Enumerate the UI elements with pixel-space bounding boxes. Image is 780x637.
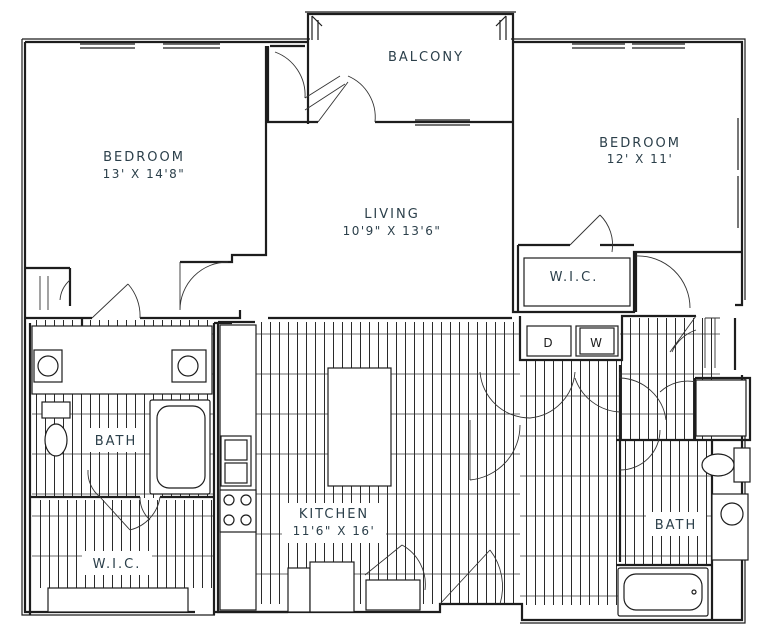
bedroom-right-label: BEDROOM <box>599 136 681 151</box>
left-bath-fixtures <box>31 325 213 613</box>
toilet-tank <box>733 447 751 483</box>
dryer <box>526 325 572 357</box>
wic-left-label: W.I.C. <box>93 557 142 572</box>
doors <box>39 51 720 605</box>
laundry <box>526 325 619 357</box>
bedroom-left-size: 13' X 14'8" <box>103 167 186 181</box>
bath-left-label: BATH <box>95 434 138 449</box>
burner-icon <box>240 494 252 506</box>
kitchen-label: KITCHEN <box>299 507 369 522</box>
cabinet-base <box>365 579 421 611</box>
living-label: LIVING <box>364 207 420 222</box>
bathtub-icon <box>156 405 206 489</box>
balcony-label: BALCONY <box>388 50 464 65</box>
walls <box>21 11 752 624</box>
burner-icon <box>223 514 235 526</box>
bathtub-icon <box>623 573 703 611</box>
kitchen-island <box>327 367 392 487</box>
room-labels: BALCONY BEDROOM 13' X 14'8" BEDROOM 12' … <box>82 50 706 575</box>
sink-bowl-icon <box>720 502 744 526</box>
dryer-label: D <box>543 336 552 350</box>
burner-icon <box>240 514 252 526</box>
bath-right-label: BATH <box>655 518 698 533</box>
washer-label: W <box>590 336 602 350</box>
toilet-icon <box>44 423 68 457</box>
pantry <box>287 567 311 613</box>
kitchen-fixtures <box>219 324 421 613</box>
sink-bowl-icon <box>177 355 199 377</box>
toilet-icon <box>701 453 735 477</box>
bedroom-left-label: BEDROOM <box>103 150 185 165</box>
wic-right-label: W.I.C. <box>550 270 599 285</box>
linen-closet <box>695 379 747 437</box>
burner-icon <box>223 494 235 506</box>
wic-shelf <box>47 587 189 613</box>
toilet-tank <box>41 401 71 419</box>
bedroom-right-size: 12' X 11' <box>607 152 674 166</box>
living-size: 10'9" X 13'6" <box>343 224 442 238</box>
sink-bowl-icon <box>37 355 59 377</box>
windows <box>80 15 743 228</box>
kitchen-size: 11'6" X 16' <box>293 524 376 538</box>
refrigerator <box>309 561 355 613</box>
